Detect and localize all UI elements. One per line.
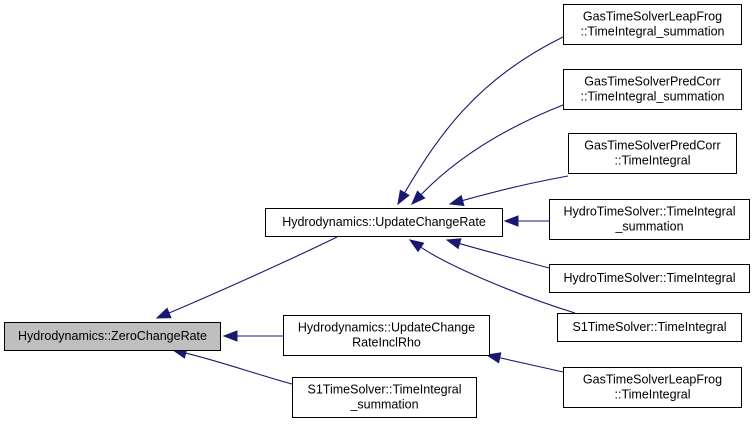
node-hydro-time-integral[interactable]: HydroTimeSolver::TimeIntegral	[549, 264, 750, 293]
node-label: Hydrodynamics::UpdateChangeRate	[282, 215, 486, 229]
arrowhead-icon	[445, 238, 462, 250]
node-label: GasTimeSolverPredCorr	[584, 139, 720, 153]
node-label: Hydrodynamics::ZeroChangeRate	[18, 329, 207, 343]
edge-update_change_rate-to-zero_change_rate	[155, 236, 338, 319]
node-hydro-time-integral-summation[interactable]: HydroTimeSolver::TimeIntegral_summation	[549, 199, 750, 240]
node-label: GasTimeSolverLeapFrog	[583, 10, 722, 24]
arrowhead-icon	[503, 215, 519, 227]
edge-line	[168, 236, 338, 314]
arrowhead-icon	[485, 352, 502, 364]
edge-hydro_time_integral-to-update_change_rate	[445, 238, 550, 269]
node-box	[568, 133, 737, 174]
edge-hydro_time_integral_summation-to-update_change_rate	[503, 215, 549, 227]
node-label: GasTimeSolverLeapFrog	[583, 373, 722, 387]
node-label: ::TimeIntegral	[615, 154, 691, 168]
node-label: _summation	[349, 398, 418, 412]
node-label: RateInclRho	[352, 336, 421, 350]
node-gas-predcorr-summation[interactable]: GasTimeSolverPredCorr::TimeIntegral_summ…	[563, 69, 742, 110]
edges-layer	[155, 36, 576, 385]
arrowhead-icon	[408, 239, 425, 253]
edge-line	[462, 175, 569, 202]
edge-line	[420, 246, 576, 314]
node-gas-leapfrog-summation[interactable]: GasTimeSolverLeapFrog::TimeIntegral_summ…	[563, 4, 742, 45]
edge-line	[499, 357, 564, 373]
node-s1-time-integral[interactable]: S1TimeSolver::TimeIntegral	[557, 313, 742, 342]
node-box	[557, 313, 742, 342]
node-box	[549, 199, 750, 240]
node-label: HydroTimeSolver::TimeIntegral	[563, 205, 735, 219]
edge-line	[420, 104, 564, 196]
edge-line	[404, 36, 564, 194]
node-label: ::TimeIntegral_summation	[580, 90, 724, 104]
arrowhead-icon	[155, 307, 172, 319]
edge-gas_predcorr_time_integral-to-update_change_rate	[448, 175, 569, 206]
node-zero-change-rate[interactable]: Hydrodynamics::ZeroChangeRate	[4, 322, 221, 351]
edge-update_change_rate_incl_rho-to-zero_change_rate	[222, 330, 283, 342]
node-box	[563, 367, 742, 408]
node-label: S1TimeSolver::TimeIntegral	[308, 383, 462, 397]
node-box	[563, 69, 742, 110]
node-gas-predcorr-time-integral[interactable]: GasTimeSolverPredCorr::TimeIntegral	[568, 133, 737, 174]
arrowhead-icon	[397, 189, 410, 206]
edge-line	[459, 243, 550, 269]
edge-gas_predcorr_summation-to-update_change_rate	[411, 104, 564, 205]
node-box	[563, 4, 742, 45]
node-label: HydroTimeSolver::TimeIntegral	[563, 271, 735, 285]
nodes-layer: Hydrodynamics::ZeroChangeRate Hydrodynami…	[4, 4, 750, 418]
arrowhead-icon	[222, 330, 238, 342]
node-update-change-rate[interactable]: Hydrodynamics::UpdateChangeRate	[265, 208, 503, 237]
edge-s1_time_integral_summation-to-zero_change_rate	[171, 347, 293, 385]
edge-line	[185, 352, 293, 385]
node-label: S1TimeSolver::TimeIntegral	[573, 320, 727, 334]
node-box	[283, 315, 490, 356]
node-gas-leapfrog-time-integral[interactable]: GasTimeSolverLeapFrog::TimeIntegral	[563, 367, 742, 408]
node-box	[265, 208, 503, 237]
node-label: GasTimeSolverPredCorr	[584, 75, 720, 89]
arrowhead-icon	[411, 190, 426, 205]
node-box	[549, 264, 750, 293]
node-s1-time-integral-summation[interactable]: S1TimeSolver::TimeIntegral_summation	[292, 377, 477, 418]
node-box	[4, 322, 221, 351]
node-label: ::TimeIntegral_summation	[580, 25, 724, 39]
edge-s1_time_integral-to-update_change_rate	[408, 239, 576, 314]
node-label: ::TimeIntegral	[615, 388, 691, 402]
arrowhead-icon	[448, 194, 465, 206]
edge-gas_leapfrog_time_integral-to-update_change_rate_incl_rho	[485, 352, 564, 373]
node-label: _summation	[614, 220, 683, 234]
node-label: Hydrodynamics::UpdateChange	[298, 321, 475, 335]
edge-gas_leapfrog_summation-to-update_change_rate	[397, 36, 564, 206]
node-box	[292, 377, 477, 418]
